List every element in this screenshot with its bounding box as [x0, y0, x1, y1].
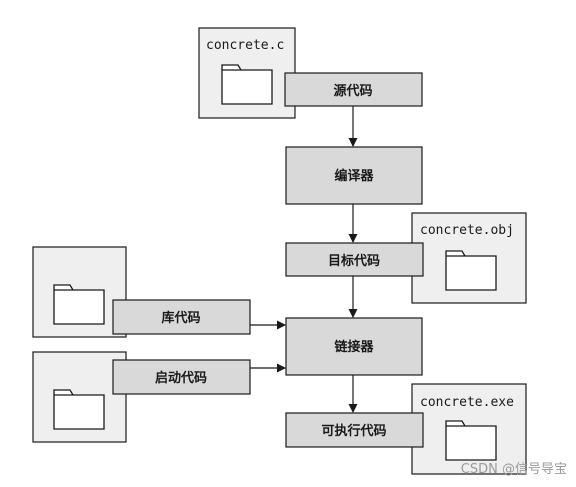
startup-code-node: 启动代码 [112, 359, 251, 395]
source-file-node: concrete.c [198, 27, 296, 119]
library-file-node [32, 246, 127, 338]
folder-icon [221, 64, 273, 105]
folder-icon [53, 284, 105, 325]
startup-code-label: 启动代码 [155, 370, 207, 386]
source-code-label: 源代码 [333, 83, 372, 99]
library-code-label: 库代码 [161, 310, 200, 326]
executable-file-name: concrete.exe [420, 395, 514, 410]
object-code-box [285, 242, 424, 277]
object-file-name: concrete.obj [420, 223, 514, 238]
compiler-label: 编译器 [334, 168, 374, 184]
watermark-text: CSDN @信号导宝 [461, 462, 567, 477]
executable-code-box [285, 412, 424, 448]
folder-icon [445, 420, 497, 461]
startup-file-node [32, 351, 127, 443]
linker-label: 链接器 [333, 339, 374, 355]
folder-icon [53, 389, 105, 430]
object-code-label: 目标代码 [328, 253, 380, 269]
library-code-box [112, 299, 251, 335]
executable-file-node: concrete.exe [411, 383, 527, 475]
executable-code-node: 可执行代码 [285, 412, 424, 448]
object-file-node: concrete.obj [411, 212, 527, 304]
linker-node: 链接器 [285, 317, 423, 376]
source-code-box [284, 72, 423, 107]
object-code-node: 目标代码 [285, 242, 424, 277]
source-file-name: concrete.c [206, 38, 284, 53]
startup-code-box [112, 359, 251, 395]
folder-icon [445, 250, 497, 291]
linker-box [285, 317, 423, 376]
compiler-node: 编译器 [285, 146, 423, 205]
compiler-box [285, 146, 423, 205]
executable-code-label: 可执行代码 [321, 423, 386, 439]
library-code-node: 库代码 [112, 299, 251, 335]
source-code-node: 源代码 [284, 72, 423, 107]
